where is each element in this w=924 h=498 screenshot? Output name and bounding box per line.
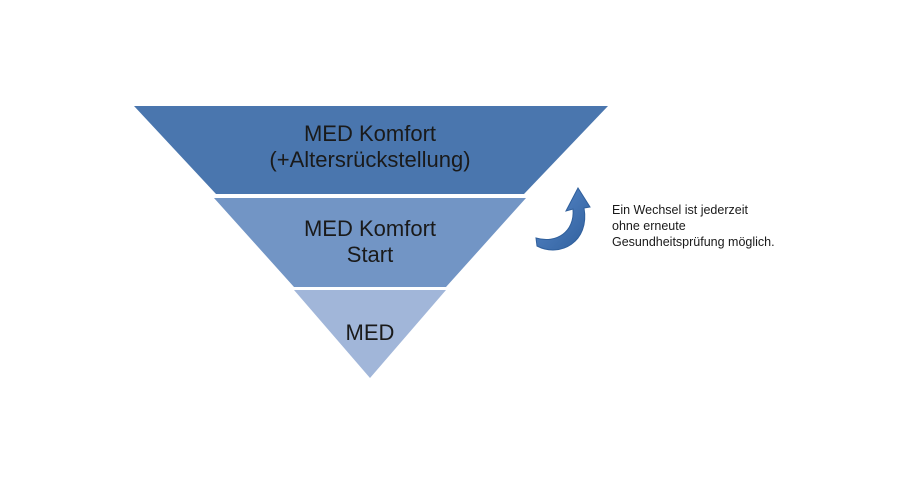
switch-note: Ein Wechsel ist jederzeit ohne erneute G… bbox=[612, 202, 775, 250]
tier-middle-label: MED Komfort Start bbox=[220, 216, 520, 268]
tier-bottom-shape bbox=[294, 290, 446, 378]
tier-middle-line-2: Start bbox=[346, 242, 394, 267]
tier-top-line-1: MED Komfort bbox=[303, 121, 437, 146]
switch-note-line-3: Gesundheitsprüfung möglich. bbox=[612, 235, 775, 249]
tier-middle-shape bbox=[214, 198, 526, 287]
curved-up-arrow-icon bbox=[535, 186, 591, 251]
tier-middle-line-1: MED Komfort bbox=[303, 216, 437, 241]
tier-top-label: MED Komfort (+Altersrückstellung) bbox=[170, 121, 570, 173]
switch-note-line-2: ohne erneute bbox=[612, 219, 686, 233]
tier-top-line-2: (+Altersrückstellung) bbox=[269, 147, 471, 172]
tier-top-shape bbox=[134, 106, 608, 194]
switch-note-line-1: Ein Wechsel ist jederzeit bbox=[612, 203, 748, 217]
tier-bottom-label: MED bbox=[300, 320, 440, 346]
tier-bottom-line-1: MED bbox=[345, 320, 395, 345]
